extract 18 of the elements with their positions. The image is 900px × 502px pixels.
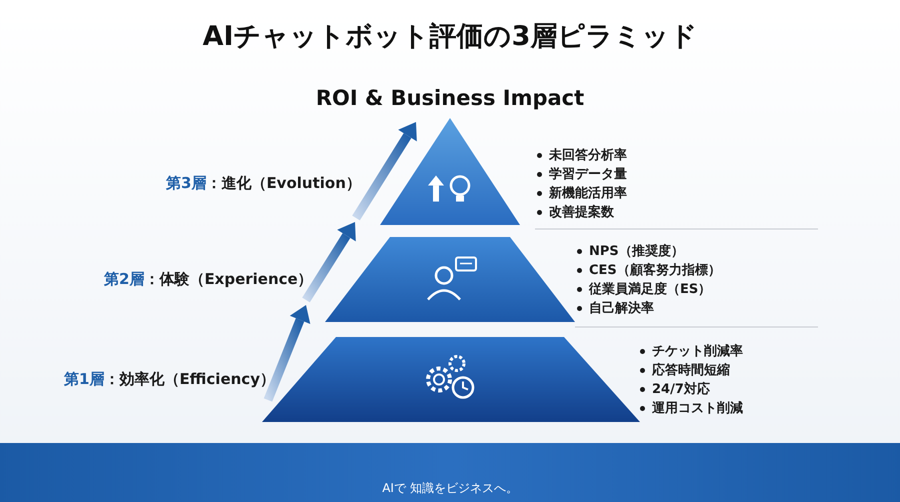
metric-item: NPS（推奨度） xyxy=(589,242,684,261)
heading: ROI & Business Impact xyxy=(314,86,586,110)
tier-label: 第1層：効率化（Efficiency） xyxy=(64,370,275,389)
title: AIチャットボット評価の3層ピラミッド xyxy=(202,20,698,54)
metric-item: 自己解決率 xyxy=(589,300,654,318)
metric-item: 改善提案数 xyxy=(549,204,614,222)
tagline: AIで 知識をビジネスへ。 xyxy=(381,480,519,497)
metric-item: CES（顧客努力指標） xyxy=(589,262,721,280)
metric-item: 運用コスト削減 xyxy=(652,400,743,418)
tier-label: 第3層：進化（Evolution） xyxy=(166,174,361,193)
metric-item: チケット削減率 xyxy=(652,342,743,361)
metric-item: 24/7対応 xyxy=(652,380,710,399)
metric-item: 未回答分析率 xyxy=(549,146,627,165)
metric-item: 新機能活用率 xyxy=(549,184,627,203)
metric-item: 従業員満足度（ES） xyxy=(589,280,712,299)
metric-item: 応答時間短縮 xyxy=(652,362,730,380)
tier-label: 第2層：体験（Experience） xyxy=(104,270,313,289)
metric-item: 学習データ量 xyxy=(549,166,627,184)
